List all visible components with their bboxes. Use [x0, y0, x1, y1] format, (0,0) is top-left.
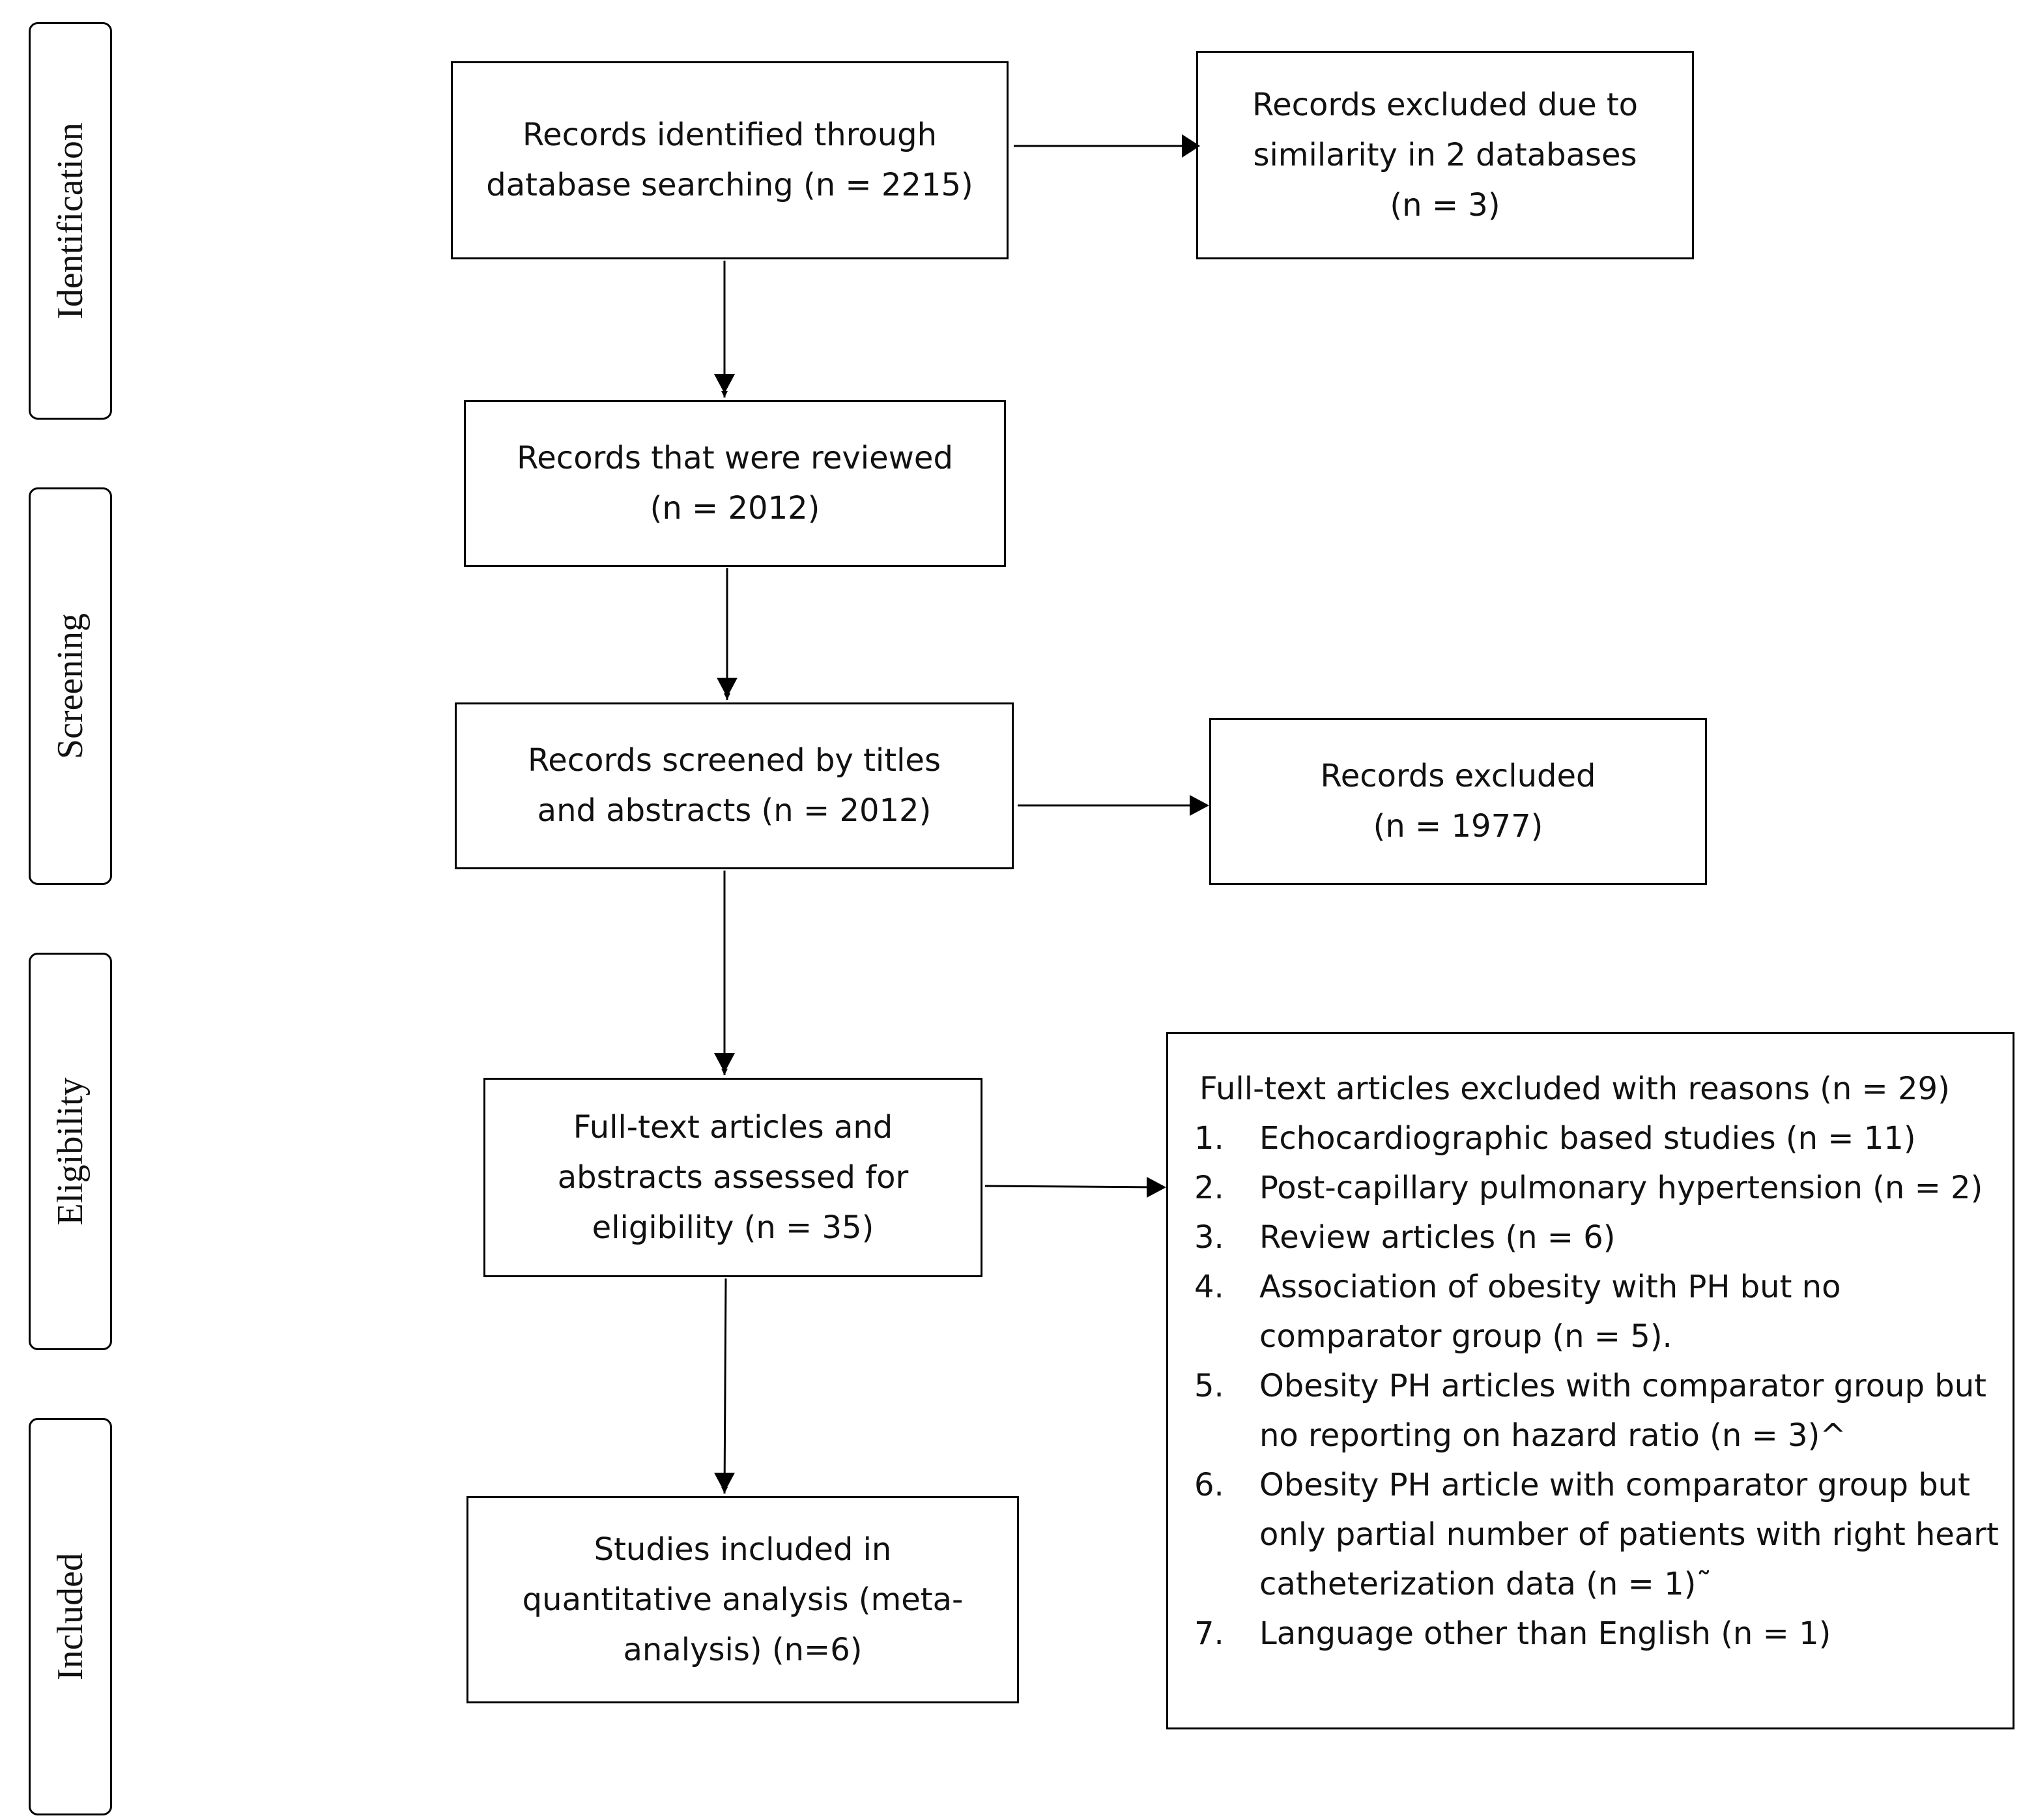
item-text: Post-capillary pulmonary hypertension (n… [1259, 1170, 1983, 1206]
item-number: 3. [1194, 1219, 1224, 1256]
fulltext-assessed-box: Full-text articles and abstracts assesse… [483, 1078, 982, 1277]
phase-label: Included [50, 1553, 91, 1681]
records-identified-text: Records identified through database sear… [486, 117, 973, 203]
phase-label: Eligibility [50, 1077, 91, 1226]
list-item: 3. Review articles (n = 6) [1194, 1213, 2000, 1262]
item-text: Language other than English (n = 1) [1259, 1615, 1831, 1652]
item-number: 1. [1194, 1120, 1224, 1157]
phase-included: Included [29, 1418, 112, 1815]
records-screened-text: Records screened by titles and abstracts… [528, 742, 941, 829]
list-item: 7. Language other than English (n = 1) [1194, 1609, 2000, 1658]
item-text: Review articles (n = 6) [1259, 1219, 1616, 1256]
item-number: 6. [1194, 1467, 1224, 1503]
item-number: 2. [1194, 1170, 1224, 1206]
exclusions-list: 1. Echocardiographic based studies (n = 1… [1194, 1114, 2000, 1658]
item-number: 7. [1194, 1615, 1224, 1652]
records-excluded-box: Records excluded (n = 1977) [1209, 718, 1707, 885]
fulltext-assessed-text: Full-text articles and abstracts assesse… [557, 1108, 909, 1246]
list-item: 2. Post-capillary pulmonary hypertension … [1194, 1163, 2000, 1213]
phase-screening: Screening [29, 487, 112, 885]
phase-eligibility: Eligibility [29, 953, 112, 1350]
list-item: 6. Obesity PH article with comparator gro… [1194, 1460, 2000, 1609]
arrow-fulltext-to-exclusions [984, 1183, 1164, 1191]
phase-label: Screening [50, 613, 91, 759]
fulltext-exclusions-box: Full-text articles excluded with reasons… [1166, 1032, 2014, 1729]
item-number: 5. [1194, 1368, 1224, 1404]
list-item: 4. Association of obesity with PH but no … [1194, 1262, 2000, 1361]
studies-included-text: Studies included in quantitative analysi… [522, 1531, 964, 1668]
list-item: 1. Echocardiographic based studies (n = 1… [1194, 1114, 2000, 1163]
item-text: Echocardiographic based studies (n = 11) [1259, 1120, 1916, 1157]
item-text: Association of obesity with PH but no co… [1259, 1269, 1841, 1355]
records-excluded-similarity-text: Records excluded due to similarity in 2 … [1252, 86, 1639, 224]
phase-label: Identification [50, 123, 91, 319]
item-text: Obesity PH articles with comparator grou… [1259, 1368, 1986, 1454]
records-reviewed-box: Records that were reviewed (n = 2012) [464, 400, 1006, 567]
records-excluded-text: Records excluded (n = 1977) [1320, 758, 1596, 845]
arrow-fulltext-to-included [721, 1278, 728, 1494]
item-number: 4. [1194, 1269, 1224, 1305]
records-reviewed-text: Records that were reviewed (n = 2012) [517, 440, 953, 527]
exclusions-title: Full-text articles excluded with reasons… [1199, 1071, 1950, 1107]
list-item: 5. Obesity PH articles with comparator gr… [1194, 1361, 2000, 1460]
records-excluded-similarity-box: Records excluded due to similarity in 2 … [1196, 51, 1694, 259]
phase-identification: Identification [29, 22, 112, 420]
studies-included-box: Studies included in quantitative analysi… [466, 1496, 1019, 1703]
records-screened-box: Records screened by titles and abstracts… [455, 702, 1014, 869]
records-identified-box: Records identified through database sear… [451, 61, 1009, 259]
item-text: Obesity PH article with comparator group… [1259, 1467, 1999, 1602]
